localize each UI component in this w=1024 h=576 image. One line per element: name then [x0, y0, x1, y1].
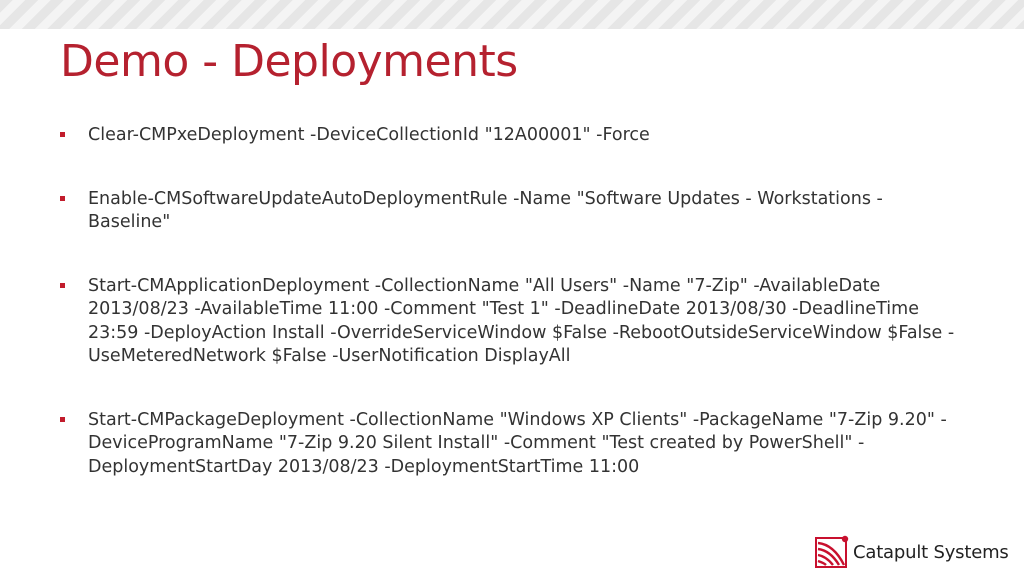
header-stripe-band [0, 0, 1024, 29]
bullet-item-clear-pxe: Clear-CMPxeDeployment -DeviceCollectionI… [58, 124, 968, 148]
logo-text: Catapult Systems [853, 541, 1009, 563]
bullet-square-icon [60, 282, 65, 288]
bullet-square-icon [60, 416, 65, 422]
bullet-item-start-application: Start-CMApplicationDeployment -Collectio… [58, 275, 968, 369]
bullet-text: Enable-CMSoftwareUpdateAutoDeploymentRul… [88, 188, 883, 233]
bullet-item-enable-adr: Enable-CMSoftwareUpdateAutoDeploymentRul… [58, 188, 968, 235]
bullet-item-start-package: Start-CMPackageDeployment -CollectionNam… [58, 409, 968, 480]
catapult-logo-icon [815, 535, 849, 568]
bullet-square-icon [60, 132, 65, 137]
bullet-square-icon [60, 195, 65, 201]
bullet-text: Start-CMApplicationDeployment -Collectio… [88, 275, 955, 367]
catapult-systems-logo: Catapult Systems [815, 535, 1009, 569]
bullet-list: Clear-CMPxeDeployment -DeviceCollectionI… [58, 124, 968, 479]
slide-title: Demo - Deployments [60, 36, 518, 87]
bullet-text: Clear-CMPxeDeployment -DeviceCollectionI… [88, 125, 650, 145]
bullet-text: Start-CMPackageDeployment -CollectionNam… [88, 409, 947, 477]
